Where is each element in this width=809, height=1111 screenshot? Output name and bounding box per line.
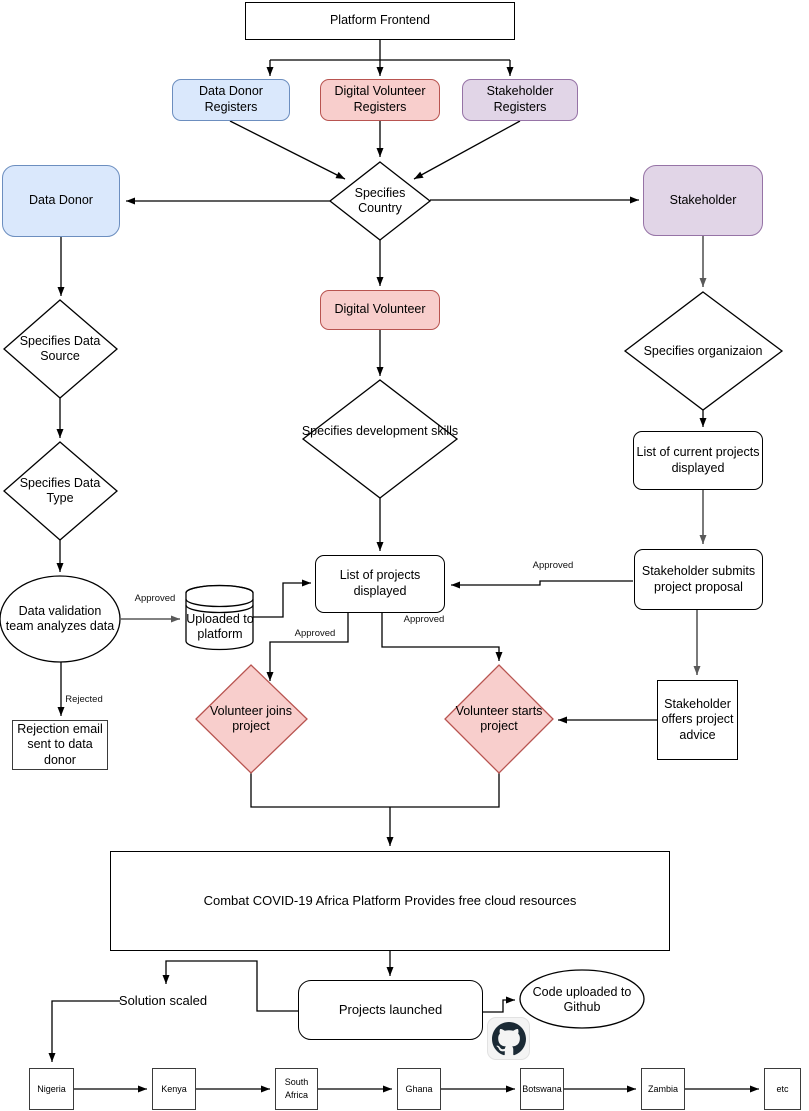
stakeholder-offers-node: Stakeholder offers project advice bbox=[657, 680, 738, 760]
specifies-data-type-diamond bbox=[3, 441, 118, 541]
platform-frontend-node: Platform Frontend bbox=[245, 2, 515, 40]
stakeholder-submits-node: Stakeholder submits project proposal bbox=[634, 549, 763, 610]
data-donor-registers-label: Data Donor Registers bbox=[199, 84, 263, 114]
data-donor-label: Data Donor bbox=[29, 193, 93, 208]
white-diamonds bbox=[3, 161, 784, 541]
stakeholder-submits-label: Stakeholder submits project proposal bbox=[641, 563, 756, 594]
volunteer-joins-diamond bbox=[195, 664, 308, 774]
code-uploaded-ellipse bbox=[519, 969, 645, 1029]
list-current-projects-label: List of current projects displayed bbox=[636, 444, 760, 475]
specifies-development-skills-label: Specifies development skills bbox=[301, 424, 459, 438]
solution-scaled-text: Solution scaled bbox=[118, 993, 208, 1008]
volunteer-starts-diamond bbox=[444, 664, 554, 774]
country-node-kenya: Kenya bbox=[152, 1068, 196, 1110]
platform-frontend-label: Platform Frontend bbox=[329, 13, 431, 28]
country-label-etc: etc bbox=[776, 1083, 789, 1094]
edge-label-rejected: Rejected bbox=[65, 694, 103, 705]
digital-volunteer-registers-label: Digital Volunteer Registers bbox=[334, 84, 426, 114]
edges-gray bbox=[121, 236, 707, 675]
uploaded-platform-label: Uploaded to platform bbox=[186, 612, 254, 641]
country-node-nigeria: Nigeria bbox=[29, 1068, 74, 1110]
country-label-zambia: Zambia bbox=[647, 1083, 678, 1094]
edge-label-joins-approved: Approved bbox=[294, 628, 336, 639]
volunteer-starts-label: Volunteer starts project bbox=[455, 704, 543, 733]
uploaded-platform-cylinder bbox=[185, 584, 254, 651]
stakeholder-registers-node: Stakeholder Registers bbox=[462, 79, 578, 121]
data-donor-node: Data Donor bbox=[2, 165, 120, 237]
edge-label-upload-approved: Approved bbox=[134, 593, 176, 604]
projects-launched-label: Projects launched bbox=[338, 1001, 443, 1017]
github-badge bbox=[487, 1017, 530, 1060]
specifies-organization-diamond bbox=[623, 291, 784, 411]
specifies-data-source-diamond bbox=[3, 299, 118, 399]
data-validation-ellipse bbox=[0, 575, 121, 663]
country-label-botswana: Botswana bbox=[522, 1083, 562, 1094]
country-label-ghana: Ghana bbox=[405, 1083, 433, 1094]
platform-resources-node: Combat COVID-19 Africa Platform Provides… bbox=[110, 851, 670, 951]
specifies-data-source-label: Specifies Data Source bbox=[19, 334, 101, 363]
edge-label-submit-approved: Approved bbox=[532, 560, 574, 571]
stakeholder-registers-label: Stakeholder Registers bbox=[486, 84, 554, 114]
list-projects-node: List of projects displayed bbox=[315, 555, 445, 613]
pink-diamonds bbox=[195, 664, 554, 774]
specifies-country-diamond bbox=[328, 161, 432, 241]
specifies-development-skills-diamond bbox=[301, 379, 459, 499]
stakeholder-node: Stakeholder bbox=[643, 165, 763, 236]
edge-label-starts-approved: Approved bbox=[403, 614, 445, 625]
country-label-south-africa: South Africa bbox=[284, 1077, 309, 1100]
list-current-projects-node: List of current projects displayed bbox=[633, 431, 763, 490]
volunteer-joins-label: Volunteer joins project bbox=[209, 704, 292, 733]
platform-resources-label: Combat COVID-19 Africa Platform Provides… bbox=[203, 892, 577, 908]
specifies-data-type-label: Specifies Data Type bbox=[19, 476, 101, 505]
specifies-organization-label: Specifies organizaion bbox=[643, 344, 763, 358]
digital-volunteer-registers-node: Digital Volunteer Registers bbox=[320, 79, 440, 121]
country-node-etc: etc bbox=[764, 1068, 801, 1110]
country-node-botswana: Botswana bbox=[520, 1068, 564, 1110]
digital-volunteer-label: Digital Volunteer bbox=[334, 302, 426, 317]
country-node-ghana: Ghana bbox=[397, 1068, 441, 1110]
country-label-nigeria: Nigeria bbox=[37, 1083, 66, 1094]
rejection-email-node: Rejection email sent to data donor bbox=[12, 720, 108, 770]
digital-volunteer-node: Digital Volunteer bbox=[320, 290, 440, 330]
data-donor-registers-node: Data Donor Registers bbox=[172, 79, 290, 121]
edges-black bbox=[48, 40, 759, 1093]
stakeholder-label: Stakeholder bbox=[669, 192, 737, 207]
projects-launched-node: Projects launched bbox=[298, 980, 483, 1040]
specifies-country-label: Specifies Country bbox=[354, 186, 406, 215]
country-node-zambia: Zambia bbox=[641, 1068, 685, 1110]
stakeholder-offers-label: Stakeholder offers project advice bbox=[661, 696, 734, 742]
github-octocat-icon bbox=[491, 1021, 526, 1055]
list-projects-label: List of projects displayed bbox=[339, 568, 421, 598]
country-node-south-africa: South Africa bbox=[275, 1068, 318, 1110]
code-uploaded-label: Code uploaded to Github bbox=[532, 985, 632, 1014]
rejection-email-label: Rejection email sent to data donor bbox=[17, 721, 103, 767]
data-validation-label: Data validation team analyzes data bbox=[5, 604, 115, 633]
country-label-kenya: Kenya bbox=[161, 1083, 187, 1094]
